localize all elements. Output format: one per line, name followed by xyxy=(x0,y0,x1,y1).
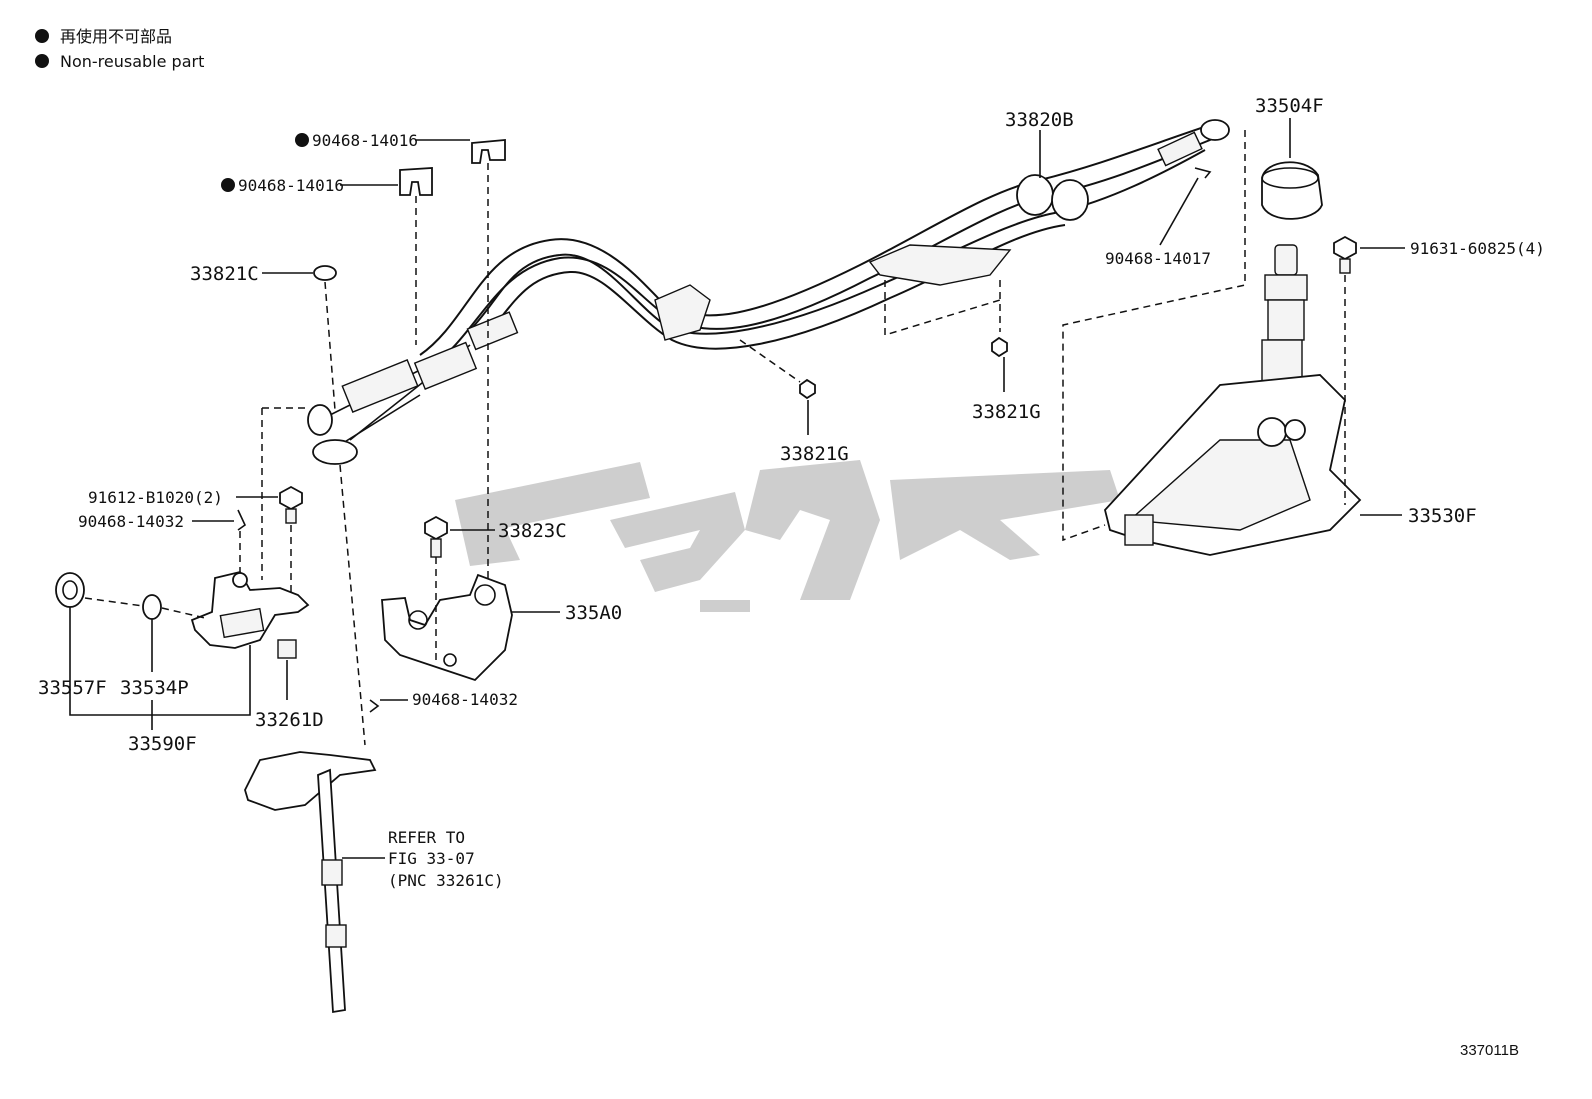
non-reusable-marker-icon xyxy=(295,133,309,147)
label-33821G-right: 33821G xyxy=(972,401,1041,423)
non-reusable-marker-icon xyxy=(221,178,235,192)
legend-english: Non-reusable part xyxy=(60,52,204,71)
reference-line-1: REFER TO xyxy=(388,828,465,847)
label-33590F: 33590F xyxy=(128,733,197,755)
reference-line-3: (PNC 33261C) xyxy=(388,871,504,890)
label-90468-14016-a: 90468-14016 xyxy=(312,131,418,150)
bolt-91612 xyxy=(279,485,303,524)
label-90468-14016-b: 90468-14016 xyxy=(238,176,344,195)
block-33261D xyxy=(277,639,297,659)
nut-33821G-right xyxy=(991,336,1008,358)
nut-33821G-mid xyxy=(799,378,816,400)
shift-cable-assembly xyxy=(307,119,1230,465)
reference-note: REFER TO FIG 33-07 (PNC 33261C) xyxy=(388,828,504,890)
label-33530F: 33530F xyxy=(1408,505,1477,527)
clip-90468-14032-a xyxy=(237,509,247,531)
selector-lever-33590F xyxy=(190,570,310,649)
legend: 再使用不可部品 Non-reusable part xyxy=(35,27,204,71)
label-90468-14032-b: 90468-14032 xyxy=(412,690,518,709)
label-33504F: 33504F xyxy=(1255,95,1324,117)
label-91631-60825: 91631-60825(4) xyxy=(1410,239,1545,258)
clip-90468-14016-b xyxy=(399,167,433,196)
label-33823C: 33823C xyxy=(498,520,567,542)
washer-33821C xyxy=(313,265,337,281)
bolt-91631 xyxy=(1333,235,1357,274)
label-33821C: 33821C xyxy=(190,263,259,285)
shift-shaft xyxy=(244,751,377,1014)
cable-bracket-335A0 xyxy=(381,573,513,682)
leader-lines xyxy=(69,118,1405,859)
callout-labels: 90468-14016 90468-14016 33821C 33820B 33… xyxy=(38,95,1545,755)
seal-33557F xyxy=(55,572,85,608)
washer-33534P xyxy=(142,594,162,620)
label-91612-B1020: 91612-B1020(2) xyxy=(88,488,223,507)
reference-line-2: FIG 33-07 xyxy=(388,849,475,868)
clip-90468-14016-a xyxy=(471,139,506,164)
label-335A0: 335A0 xyxy=(565,602,622,624)
label-90468-14032-a: 90468-14032 xyxy=(78,512,184,531)
label-33261D: 33261D xyxy=(255,709,324,731)
shift-lever-assembly xyxy=(1104,244,1362,556)
non-reusable-bullet-icon xyxy=(35,29,49,43)
clip-90468-14017 xyxy=(1194,167,1212,179)
clip-90468-14032-b xyxy=(369,699,380,713)
bolt-33823C xyxy=(424,515,448,558)
label-90468-14017: 90468-14017 xyxy=(1105,249,1211,268)
shift-knob xyxy=(1261,161,1323,220)
label-33557F: 33557F xyxy=(38,677,107,699)
label-33821G-mid: 33821G xyxy=(780,443,849,465)
non-reusable-bullet-icon xyxy=(35,54,49,68)
legend-japanese: 再使用不可部品 xyxy=(60,27,172,46)
label-33534P: 33534P xyxy=(120,677,189,699)
label-33820B: 33820B xyxy=(1005,109,1074,131)
figure-code: 337011B xyxy=(1460,1042,1519,1059)
